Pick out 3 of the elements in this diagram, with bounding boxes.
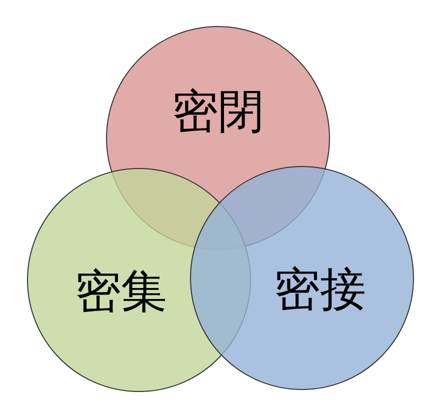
circle-label: 密接	[274, 266, 366, 312]
circle-label: 密集	[75, 268, 168, 314]
circle-label: 密閉	[172, 88, 264, 134]
